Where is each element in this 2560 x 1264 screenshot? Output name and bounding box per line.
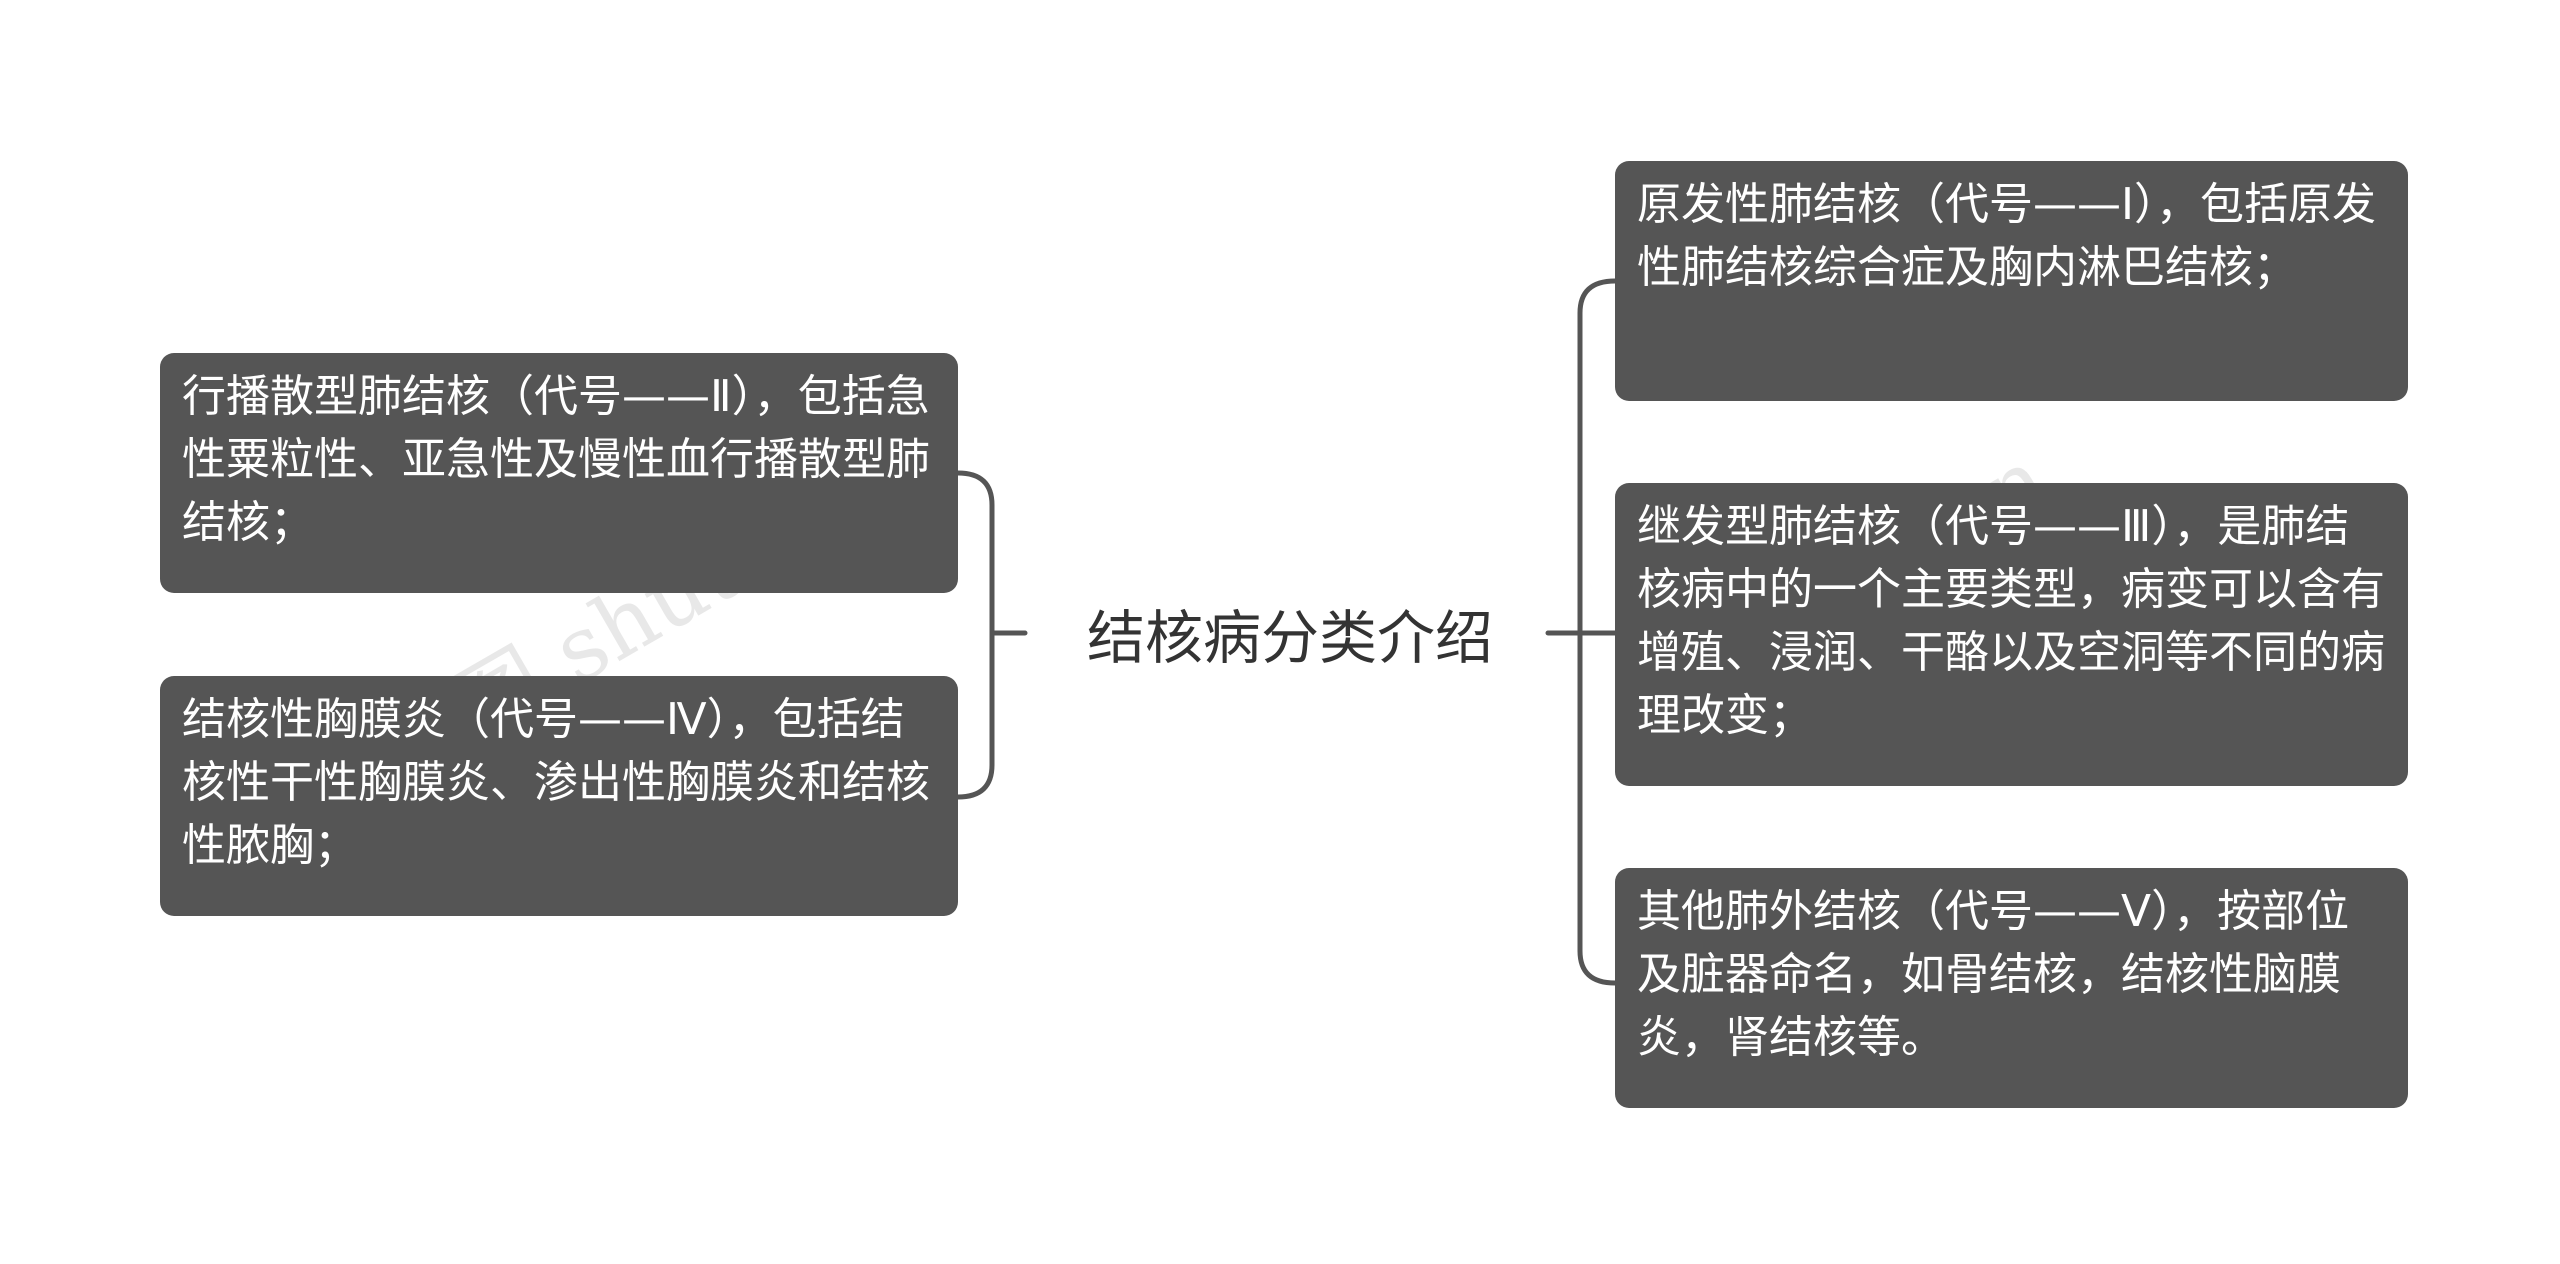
topic-text: 继发型肺结核（代号——Ⅲ），是肺结核病中的一个主要类型，病变可以含有增殖、浸润、… xyxy=(1637,501,2385,741)
topic-node-right-1[interactable]: 原发性肺结核（代号——Ⅰ），包括原发性肺结核综合症及胸内淋巴结核； xyxy=(1615,161,2408,401)
left-bracket-line xyxy=(955,470,995,800)
topic-text: 结核性胸膜炎（代号——Ⅳ），包括结核性干性胸膜炎、渗出性胸膜炎和结核性脓胸； xyxy=(182,694,930,871)
topic-text: 其他肺外结核（代号——Ⅴ），按部位及脏器命名，如骨结核，结核性脑膜炎，肾结核等。 xyxy=(1637,886,2350,1063)
topic-node-right-3[interactable]: 其他肺外结核（代号——Ⅴ），按部位及脏器命名，如骨结核，结核性脑膜炎，肾结核等。 xyxy=(1615,868,2408,1108)
root-topic[interactable]: 结核病分类介绍 xyxy=(1060,598,1520,672)
root-title: 结核病分类介绍 xyxy=(1086,604,1493,672)
topic-node-left-1[interactable]: 行播散型肺结核（代号——Ⅱ），包括急性粟粒性、亚急性及慢性血行播散型肺结核； xyxy=(160,353,958,593)
topic-node-left-2[interactable]: 结核性胸膜炎（代号——Ⅳ），包括结核性干性胸膜炎、渗出性胸膜炎和结核性脓胸； xyxy=(160,676,958,916)
topic-node-right-2[interactable]: 继发型肺结核（代号——Ⅲ），是肺结核病中的一个主要类型，病变可以含有增殖、浸润、… xyxy=(1615,483,2408,786)
topic-text: 原发性肺结核（代号——Ⅰ），包括原发性肺结核综合症及胸内淋巴结核； xyxy=(1637,179,2376,293)
topic-text: 行播散型肺结核（代号——Ⅱ），包括急性粟粒性、亚急性及慢性血行播散型肺结核； xyxy=(182,371,930,548)
